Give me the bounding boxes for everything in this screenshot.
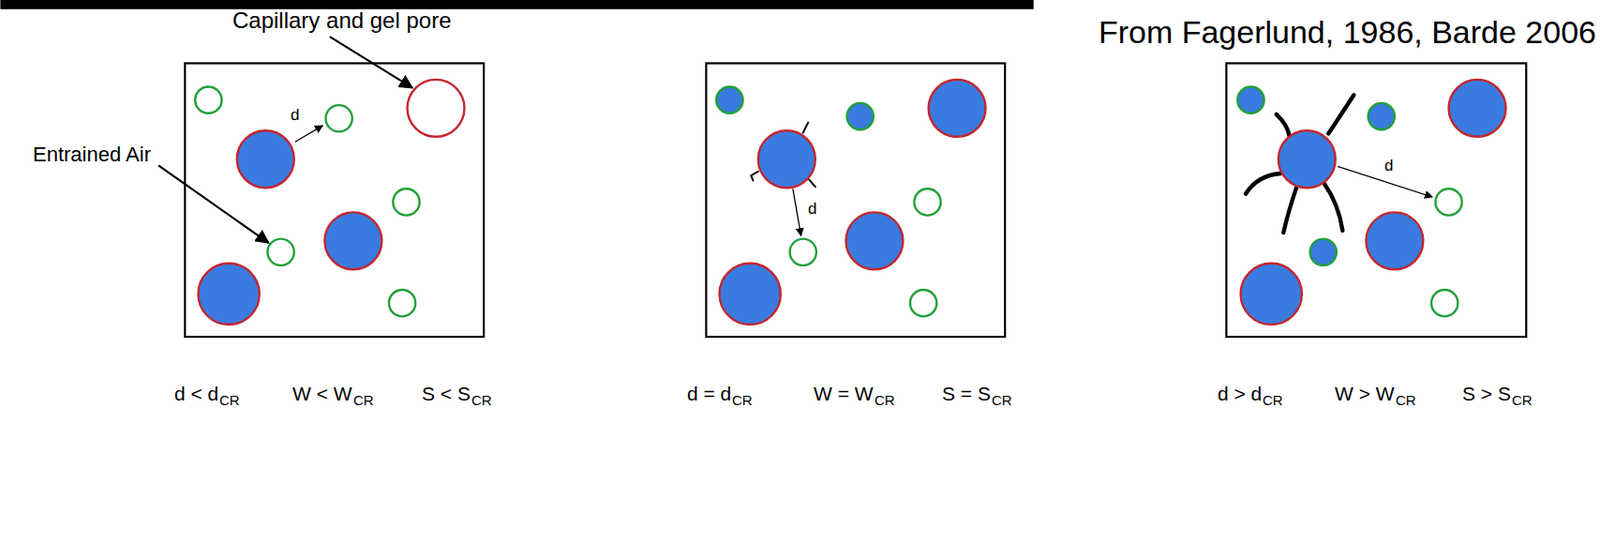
condition-text: d < d: [174, 382, 219, 405]
crack: [1328, 94, 1354, 134]
air-void: [392, 188, 419, 215]
air-void: [790, 239, 817, 266]
condition-text: S < S: [421, 382, 471, 405]
air-void: [194, 86, 222, 113]
filled-pore: [719, 263, 781, 325]
filled-pore: [1365, 211, 1423, 270]
panel-frame: [1226, 62, 1526, 337]
leader-arrow: [329, 36, 413, 88]
air-void: [388, 289, 416, 316]
filled-air-void: [847, 103, 874, 130]
crack: [803, 122, 808, 134]
callout-label: Capillary and gel pore: [232, 7, 451, 34]
air-void: [910, 289, 937, 316]
subscript-text: CR: [471, 391, 493, 408]
air-void: [913, 188, 941, 215]
top-bar: [0, 0, 1033, 10]
subscript-text: CR: [874, 391, 896, 408]
filled-pore: [237, 130, 295, 188]
subscript-text: CR: [732, 391, 753, 408]
filled-pore: [928, 79, 987, 137]
leader-arrow: [158, 164, 270, 243]
subscript-text: CR: [353, 391, 374, 408]
condition-text: S > S: [1462, 382, 1511, 405]
filled-pore: [1241, 263, 1302, 325]
filled-pore: [197, 263, 259, 325]
distance-arrow: [295, 125, 323, 142]
subscript-text: CR: [1511, 391, 1533, 408]
filled-pore: [1278, 130, 1336, 188]
subscript-text: CR: [991, 391, 1013, 408]
air-void: [1435, 188, 1462, 215]
distance-arrow: [792, 188, 802, 236]
condition-text: W < W: [292, 382, 353, 405]
source-credit: From Fagerlund, 1986, Barde 2006: [1098, 14, 1597, 51]
crack: [1324, 183, 1344, 231]
crack: [1245, 173, 1281, 195]
crack: [750, 171, 759, 181]
crack: [1276, 114, 1290, 137]
filled-pore: [1449, 79, 1507, 137]
panel-frame: [705, 62, 1005, 337]
filled-air-void: [716, 86, 743, 113]
crack: [808, 179, 816, 188]
subscript-text: CR: [1395, 391, 1417, 408]
callout-label: Entrained Air: [32, 142, 151, 166]
filled-air-void: [1310, 239, 1337, 266]
distance-label: d: [290, 105, 300, 125]
condition-text: d > d: [1217, 382, 1262, 405]
distance-label: d: [1384, 156, 1393, 176]
filled-pore: [758, 130, 816, 188]
subscript-text: CR: [219, 391, 240, 408]
subscript-text: CR: [1262, 391, 1284, 408]
condition-text: S = S: [942, 382, 991, 405]
condition-text: W = W: [813, 382, 874, 405]
filled-air-void: [1368, 103, 1395, 130]
distance-label: d: [807, 199, 817, 219]
condition-text: d = d: [687, 382, 732, 405]
air-void: [1431, 289, 1458, 316]
air-void: [267, 239, 294, 266]
filled-air-void: [1237, 86, 1264, 113]
air-void: [325, 104, 352, 132]
capillary-pore: [407, 79, 465, 137]
condition-text: W > W: [1334, 382, 1395, 405]
filled-pore: [845, 211, 903, 270]
filled-pore: [324, 211, 382, 270]
crack: [1283, 186, 1297, 233]
panel-frame: [184, 62, 484, 337]
